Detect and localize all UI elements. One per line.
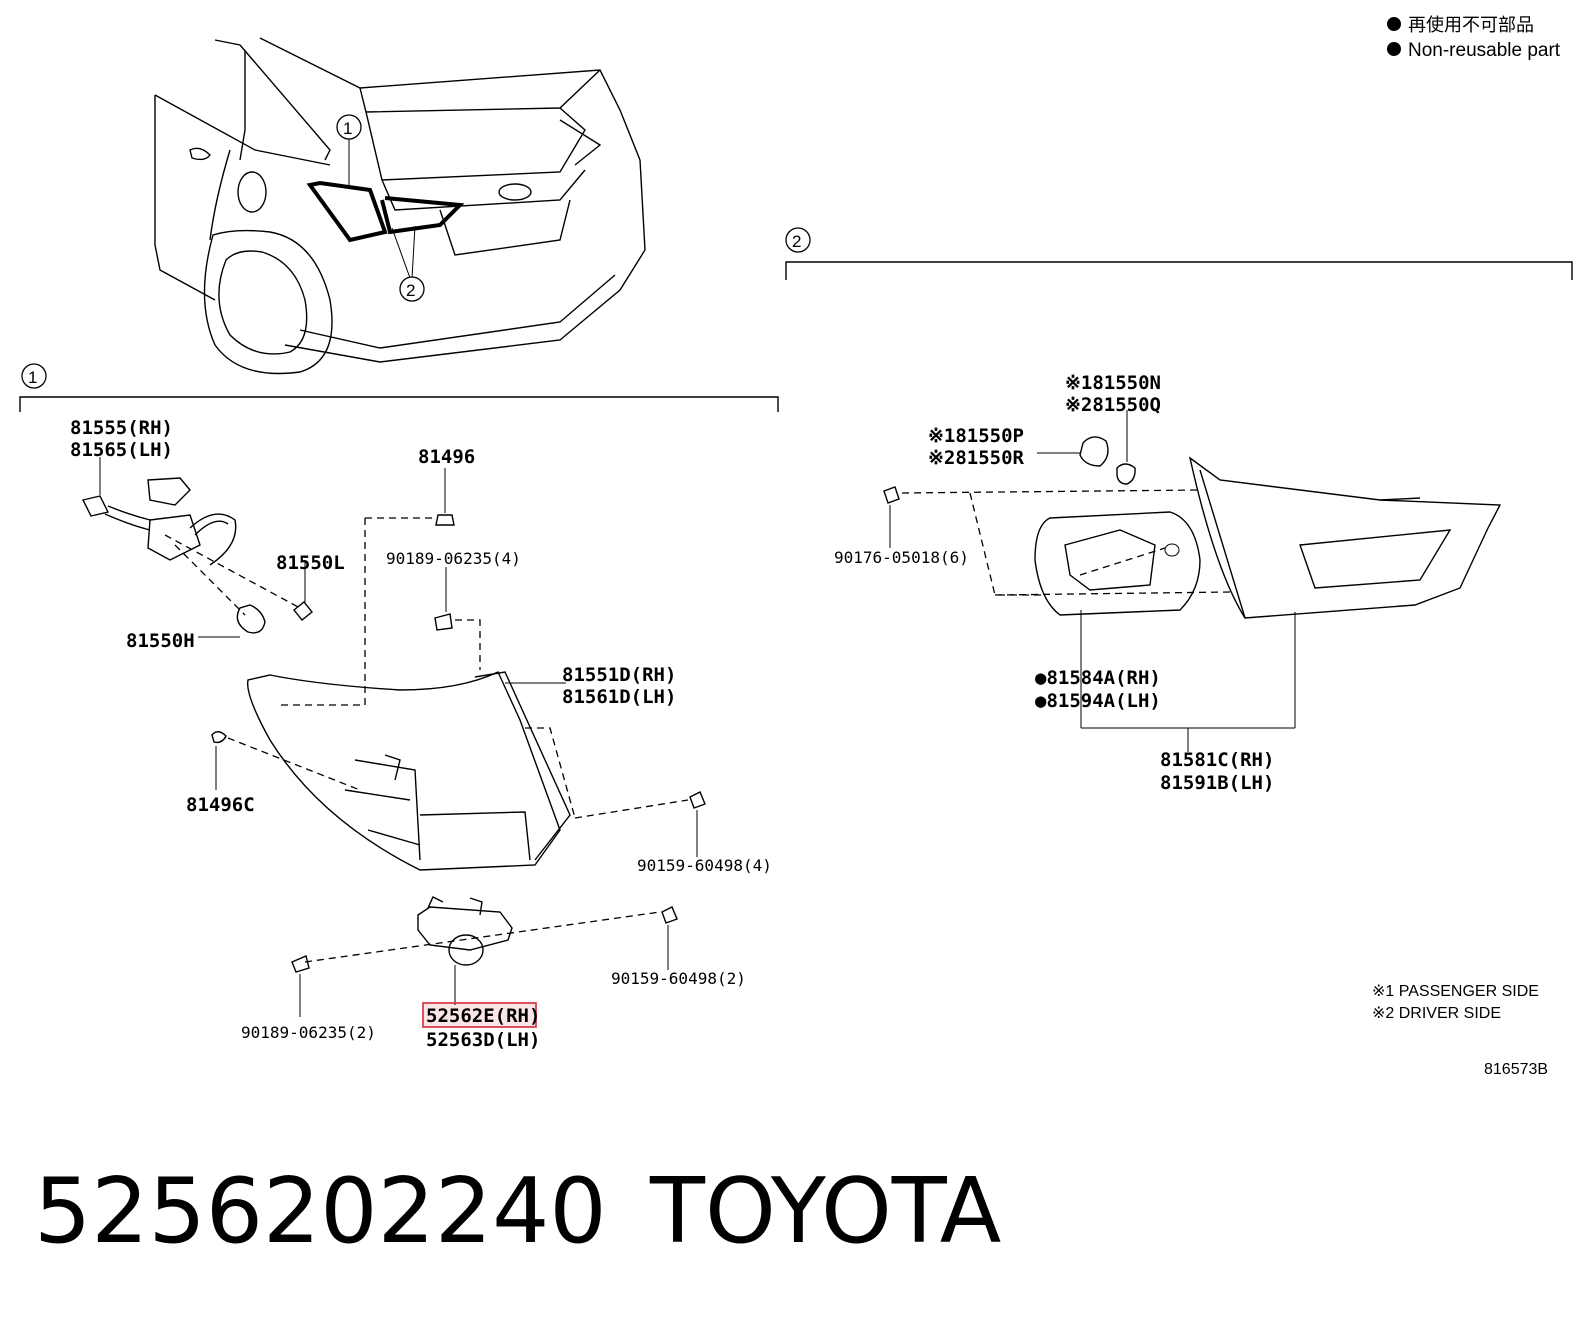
callout-one: 1 bbox=[343, 119, 352, 138]
label-52563D: 52563D(LH) bbox=[426, 1029, 540, 1051]
footer-part-number: 5256202240 bbox=[34, 1159, 607, 1264]
label-81584A: ●81584A(RH) bbox=[1035, 667, 1161, 689]
label-81550H: 81550H bbox=[126, 630, 195, 652]
label-81550P: ※181550P bbox=[928, 425, 1024, 447]
label-81496C: 81496C bbox=[186, 794, 255, 816]
label-81550L: 81550L bbox=[276, 552, 345, 574]
note-driver-side: ※2 DRIVER SIDE bbox=[1372, 1005, 1501, 1022]
label-90176-05018-6: 90176-05018(6) bbox=[834, 548, 969, 567]
legend-jp: 再使用不可部品 bbox=[1408, 15, 1534, 35]
label-81550R: ※281550R bbox=[928, 447, 1025, 469]
note-passenger-side: ※1 PASSENGER SIDE bbox=[1372, 983, 1539, 1000]
label-81591B: 81591B(LH) bbox=[1160, 772, 1274, 794]
section-one-parts bbox=[81, 457, 706, 1017]
label-81550Q: ※281550Q bbox=[1065, 394, 1161, 416]
label-90189-06235-2: 90189-06235(2) bbox=[241, 1023, 376, 1042]
legend-en: Non-reusable part bbox=[1408, 40, 1561, 61]
label-52562E[interactable]: 52562E(RH) bbox=[426, 1005, 540, 1027]
footer-brand: TOYOTA bbox=[649, 1159, 1001, 1264]
label-81555: 81555(RH) bbox=[70, 417, 173, 439]
side-notes: ※1 PASSENGER SIDE ※2 DRIVER SIDE 816573B bbox=[1372, 983, 1548, 1078]
label-81594A: ●81594A(LH) bbox=[1035, 690, 1161, 712]
section-one-labels: 81555(RH) 81565(LH) 81496 90189-06235(4)… bbox=[70, 417, 772, 1051]
label-81561D: 81561D(LH) bbox=[562, 686, 676, 708]
vehicle-illustration bbox=[154, 37, 646, 375]
section-one-number: 1 bbox=[28, 368, 37, 387]
label-90189-06235-4: 90189-06235(4) bbox=[386, 549, 521, 568]
non-reusable-dot-icon bbox=[1387, 17, 1401, 31]
label-90159-60498-2: 90159-60498(2) bbox=[611, 969, 746, 988]
section-two-frame: 2 bbox=[785, 227, 1573, 280]
label-81496: 81496 bbox=[418, 446, 475, 468]
section-two-labels: ※181550N ※281550Q ※181550P ※281550R 9017… bbox=[834, 372, 1274, 794]
section-two-parts bbox=[883, 410, 1502, 752]
label-81551D: 81551D(RH) bbox=[562, 664, 676, 686]
non-reusable-dot-icon bbox=[1387, 42, 1401, 56]
car-callouts: 1 2 bbox=[336, 114, 425, 302]
label-81550N: ※181550N bbox=[1065, 372, 1161, 394]
footer: 5256202240 TOYOTA bbox=[34, 1159, 1001, 1264]
legend: 再使用不可部品 Non-reusable part bbox=[1387, 15, 1561, 61]
label-90159-60498-4: 90159-60498(4) bbox=[637, 856, 772, 875]
label-81581C: 81581C(RH) bbox=[1160, 749, 1274, 771]
figure-code: 816573B bbox=[1484, 1061, 1548, 1078]
label-81565: 81565(LH) bbox=[70, 439, 173, 461]
callout-two: 2 bbox=[406, 281, 415, 300]
section-two-number: 2 bbox=[792, 232, 801, 251]
selected-part-highlight bbox=[422, 1002, 537, 1028]
section-one-frame: 1 bbox=[19, 363, 779, 412]
